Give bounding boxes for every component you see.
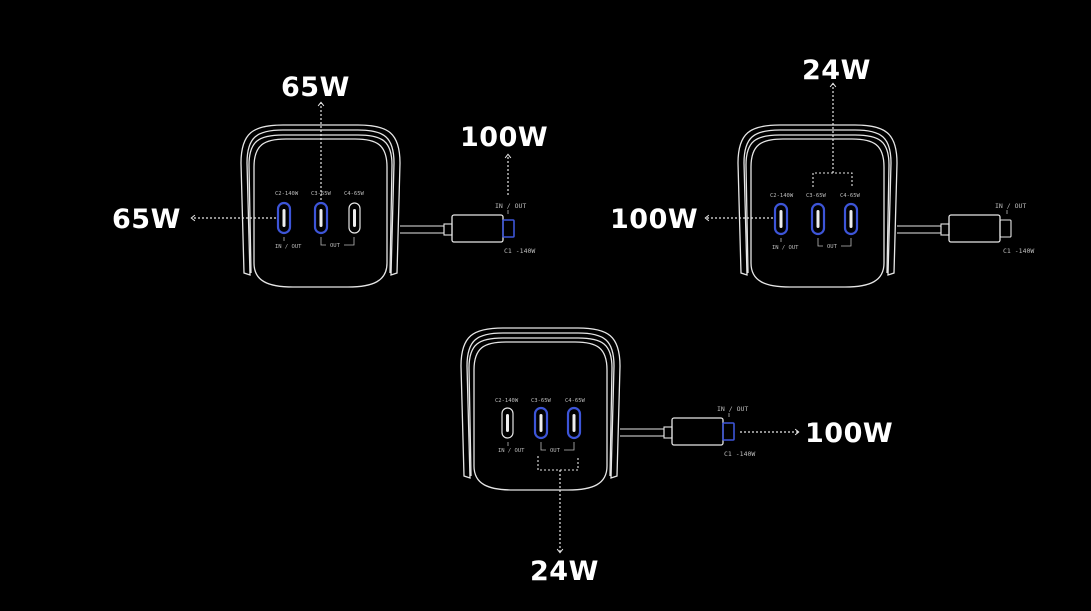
group-bracket-c3c4: [812, 172, 853, 187]
charger-body: [737, 124, 898, 288]
usb-c-port-c4: [843, 202, 859, 236]
cable-label-inout: IN / OUT: [995, 202, 1026, 210]
usb-c-port-c3: [533, 406, 549, 440]
port-label-c2: C2-140W: [770, 193, 794, 199]
port-label-c2: C2-140W: [275, 191, 299, 197]
usb-c-port-c3: [313, 201, 329, 235]
callout-c3-watts: 65W: [281, 72, 350, 103]
group-label-inout: IN / OUT: [498, 448, 525, 454]
callout-c3c4-watts: 24W: [802, 55, 871, 86]
cable-label-inout: IN / OUT: [717, 405, 748, 413]
port-label-c4: C4-65W: [840, 193, 861, 199]
group-label-out: OUT: [330, 243, 341, 249]
usb-c-port-c3: [810, 202, 826, 236]
usb-c-port-c2: [773, 202, 789, 236]
callout-c2-watts: 100W: [610, 204, 698, 235]
port-label-c3: C3-65W: [531, 398, 552, 404]
port-label-c2: C2-140W: [495, 398, 519, 404]
group-label-inout: IN / OUT: [772, 245, 799, 251]
group-bracket-c3c4: [537, 456, 579, 471]
charger-body: [460, 327, 621, 491]
cable-label-c1: C1 -140W: [504, 247, 535, 255]
callout-cable-watts: 100W: [805, 418, 893, 449]
usb-c-cable: [400, 214, 515, 243]
usb-c-port-c4: [566, 406, 582, 440]
callout-c2-watts: 65W: [112, 204, 181, 235]
port-label-c4: C4-65W: [344, 191, 365, 197]
charger-body: [240, 124, 401, 288]
cable-label-inout: IN / OUT: [495, 202, 526, 210]
port-label-c4: C4-65W: [565, 398, 586, 404]
usb-c-port-c4: [348, 202, 361, 234]
group-label-out: OUT: [550, 448, 561, 454]
charger-scenario-a: C2-140W C3-65W C4-65W IN / OUT OUT IN / …: [240, 124, 535, 288]
cable-label-c1: C1 -140W: [724, 450, 755, 458]
cable-label-c1: C1 -140W: [1003, 247, 1034, 255]
group-label-out: OUT: [827, 244, 838, 250]
callout-c3c4-watts: 24W: [530, 556, 599, 587]
usb-c-port-c2: [276, 201, 292, 235]
group-label-inout: IN / OUT: [275, 244, 302, 250]
usb-c-cable: [620, 417, 735, 446]
port-label-c3: C3-65W: [806, 193, 827, 199]
callout-cable-watts: 100W: [460, 122, 548, 153]
charger-scenario-b: C2-140W C3-65W C4-65W IN / OUT OUT IN / …: [737, 124, 1034, 288]
usb-c-port-c2: [501, 407, 514, 439]
usb-c-cable: [897, 214, 1012, 243]
charger-scenario-c: C2-140W C3-65W C4-65W IN / OUT OUT IN / …: [460, 327, 755, 491]
